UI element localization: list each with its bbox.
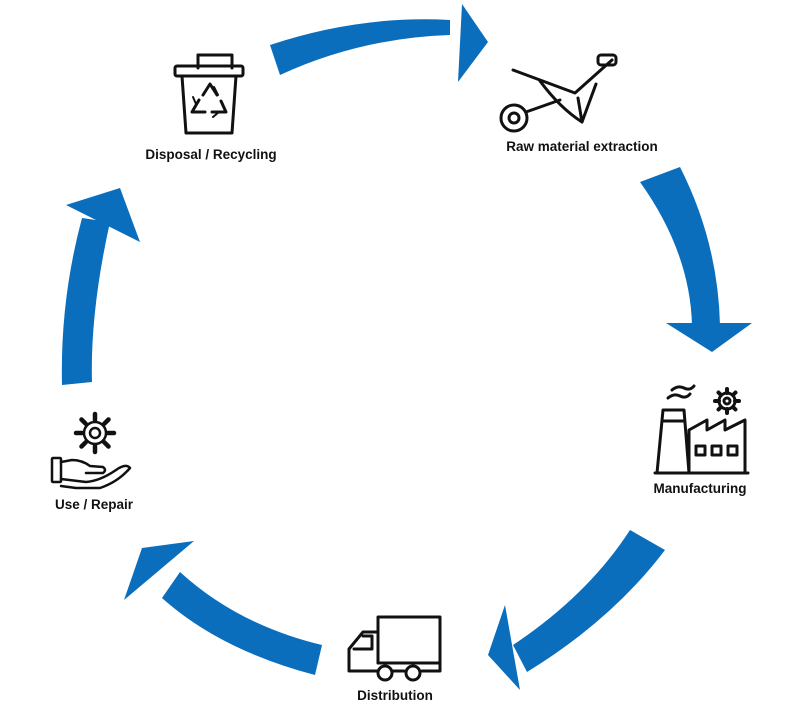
arrow-extraction-to-manufacturing: [640, 167, 752, 352]
hand-gear-icon: [50, 411, 132, 490]
cycle-arrows: [61, 4, 752, 690]
stage-label-distribution: Distribution: [357, 688, 433, 703]
stage-label-use: Use / Repair: [55, 497, 134, 512]
factory-gear-icon: [653, 384, 750, 475]
recycle-bin-icon: [173, 53, 245, 135]
stage-label-manufacturing: Manufacturing: [654, 481, 747, 496]
delivery-truck-icon: [347, 615, 442, 682]
arrow-disposal-to-extraction: [270, 4, 488, 82]
stage-label-extraction: Raw material extraction: [506, 139, 658, 154]
arrow-use-to-disposal: [61, 188, 140, 385]
arrow-distribution-to-use: [124, 541, 322, 675]
stage-label-disposal: Disposal / Recycling: [145, 147, 276, 162]
arrow-manufacturing-to-distribution: [488, 530, 665, 690]
wheelbarrow-icon: [499, 53, 618, 133]
